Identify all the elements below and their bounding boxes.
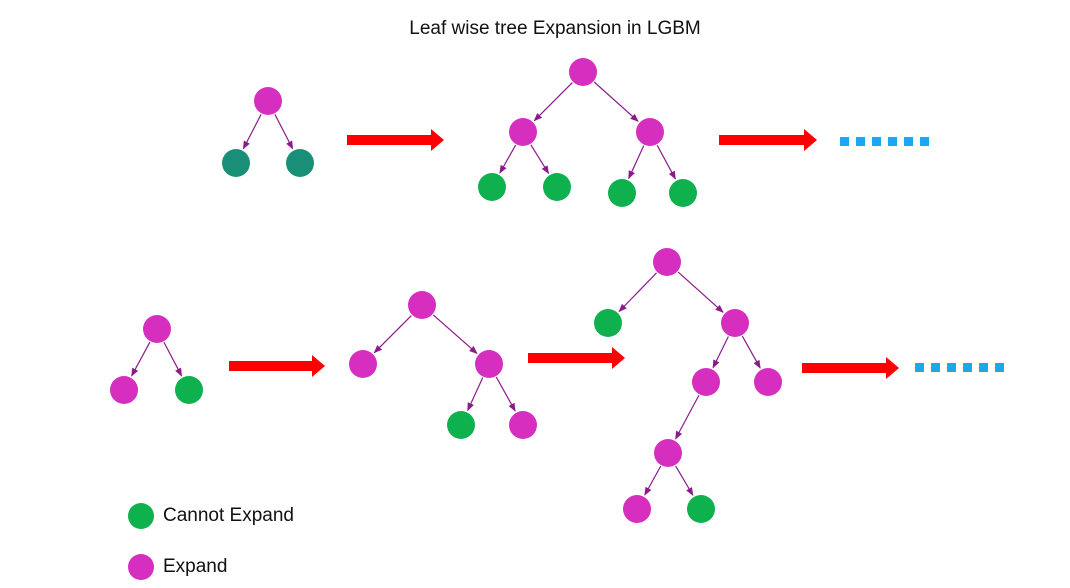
expand-node	[509, 118, 537, 146]
expand-node	[408, 291, 436, 319]
expand-node	[349, 350, 377, 378]
transition-arrow-head	[886, 357, 899, 379]
tree-edge	[675, 465, 694, 496]
transition-arrow-head	[312, 355, 325, 377]
expand-swatch	[128, 554, 154, 580]
tree-edge	[242, 114, 262, 150]
continuation-dot	[840, 137, 849, 146]
leaf-node	[222, 149, 250, 177]
legend-item-expand: Expand	[128, 554, 227, 580]
cannot-expand-node	[669, 179, 697, 207]
continuation-dot	[947, 363, 956, 372]
tree-edge	[432, 314, 478, 354]
legend-label-cannot-expand: Cannot Expand	[163, 505, 294, 526]
expand-node	[569, 58, 597, 86]
tree-edge	[373, 315, 412, 354]
cannot-expand-swatch	[128, 503, 154, 529]
tree-edge	[163, 342, 183, 377]
tree-edge	[644, 465, 662, 496]
cannot-expand-node	[478, 173, 506, 201]
tree-edge	[274, 114, 294, 150]
continuation-dot	[888, 137, 897, 146]
transition-arrow-shaft	[719, 135, 805, 145]
tree-edge	[530, 144, 550, 175]
tree-edge	[499, 144, 517, 174]
cannot-expand-node	[608, 179, 636, 207]
continuation-dot	[856, 137, 865, 146]
expand-node	[754, 368, 782, 396]
continuation-dot	[872, 137, 881, 146]
expand-node	[636, 118, 664, 146]
tree-edge	[675, 394, 700, 440]
transition-arrow-shaft	[229, 361, 313, 371]
leaf-node	[286, 149, 314, 177]
legend-item-cannot-expand: Cannot Expand	[128, 503, 294, 529]
expand-node	[110, 376, 138, 404]
tree-edge	[495, 376, 516, 412]
transition-arrow-head	[431, 129, 444, 151]
continuation-dot	[979, 363, 988, 372]
tree-edge	[593, 81, 639, 122]
expand-node	[475, 350, 503, 378]
cannot-expand-node	[175, 376, 203, 404]
continuation-dot	[963, 363, 972, 372]
tree-edge	[131, 341, 151, 377]
tree-edge	[656, 144, 676, 180]
tree-edge	[618, 272, 658, 313]
tree-edge	[741, 335, 761, 369]
cannot-expand-node	[687, 495, 715, 523]
continuation-dot	[904, 137, 913, 146]
transition-arrow-head	[804, 129, 817, 151]
expand-node	[721, 309, 749, 337]
tree-edge	[467, 377, 484, 412]
expand-node	[653, 248, 681, 276]
expand-node	[623, 495, 651, 523]
cannot-expand-node	[447, 411, 475, 439]
transition-arrow-shaft	[347, 135, 432, 145]
expand-node	[509, 411, 537, 439]
tree-edge	[533, 82, 573, 122]
tree-edge	[628, 145, 645, 180]
legend-label-expand: Expand	[163, 556, 228, 577]
tree-edge	[677, 271, 724, 313]
continuation-dot	[995, 363, 1004, 372]
cannot-expand-node	[543, 173, 571, 201]
diagram-title: Leaf wise tree Expansion in LGBM	[409, 18, 701, 39]
transition-arrow-shaft	[528, 353, 613, 363]
expand-node	[143, 315, 171, 343]
continuation-dot	[920, 137, 929, 146]
expand-node	[692, 368, 720, 396]
continuation-dot	[915, 363, 924, 372]
transition-arrow-head	[612, 347, 625, 369]
continuation-dot	[931, 363, 940, 372]
expand-node	[254, 87, 282, 115]
tree-edge	[712, 336, 729, 369]
cannot-expand-node	[594, 309, 622, 337]
expand-node	[654, 439, 682, 467]
transition-arrow-shaft	[802, 363, 887, 373]
